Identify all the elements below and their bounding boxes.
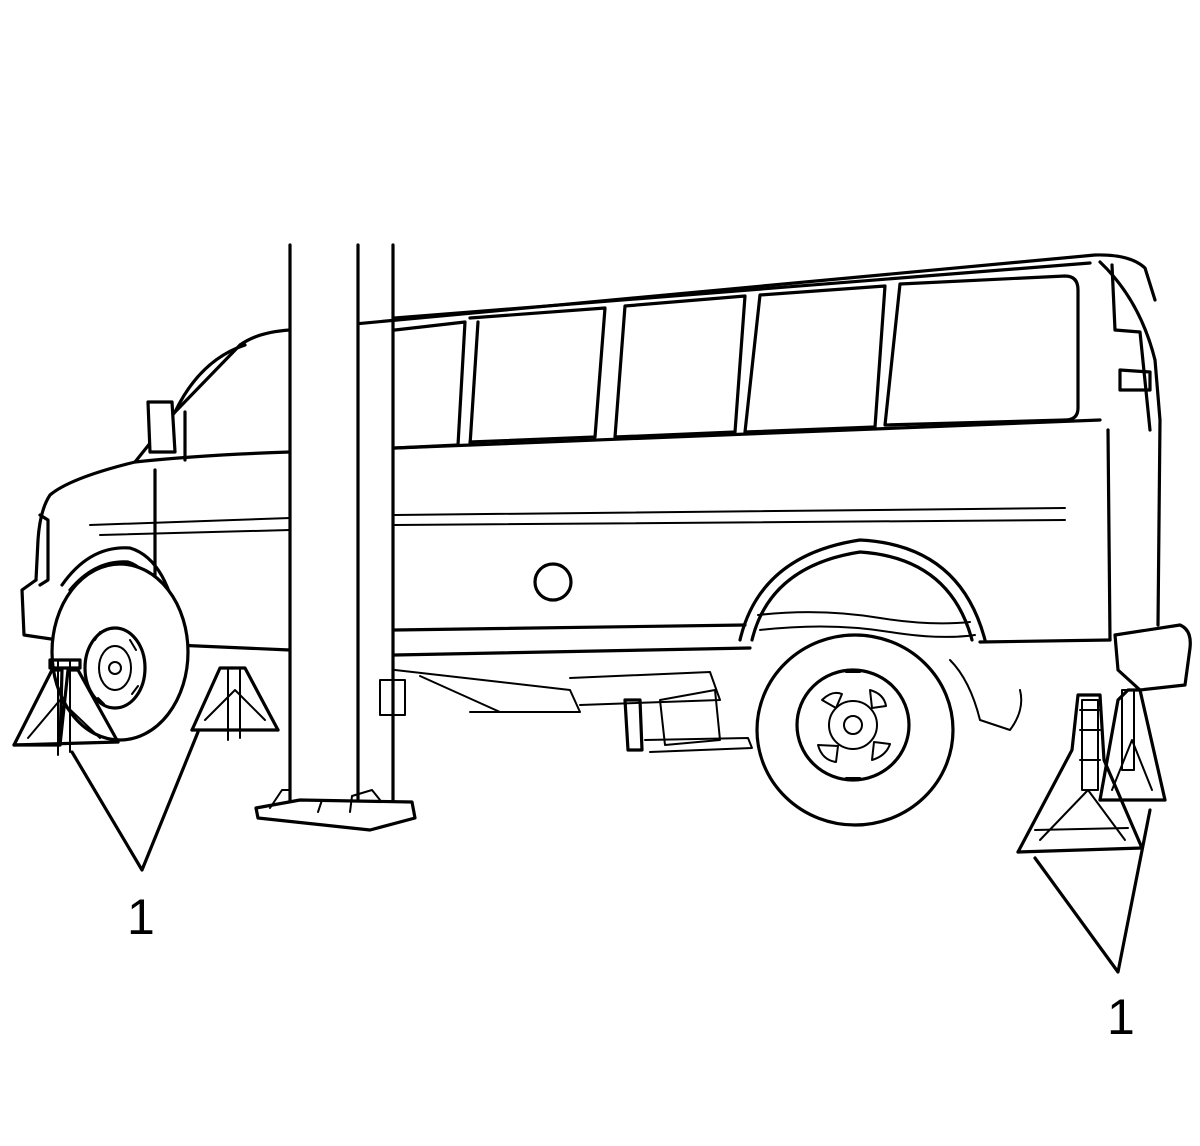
underbody-components: [379, 669, 753, 753]
rear-wheel: [755, 633, 955, 827]
jack-stand-rear-left: [1016, 693, 1144, 854]
front-wheel: [50, 562, 190, 742]
jack-stand-rear-right: [1098, 688, 1167, 802]
jack-stand-front-left: [12, 658, 120, 756]
callout-label-front-stands: 1: [127, 889, 155, 945]
jack-stand-front-right: [190, 666, 280, 741]
van-body: [20, 253, 1192, 731]
callout-label-rear-stands: 1: [1107, 989, 1135, 1045]
callout-leaders: [70, 730, 1152, 974]
lift-post: [254, 235, 417, 832]
